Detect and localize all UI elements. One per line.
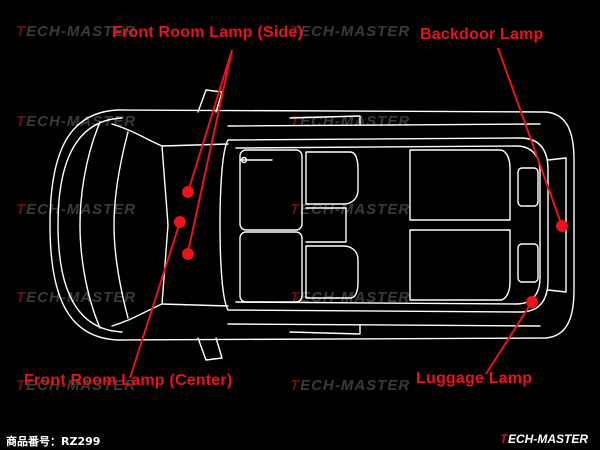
svg-text:ECH-MASTER: ECH-MASTER — [508, 432, 588, 446]
front-room-lamp-side-marker — [182, 186, 194, 198]
left-mirror — [197, 89, 223, 113]
watermark: TECH-MASTER — [16, 23, 136, 40]
watermark: TECH-MASTER — [290, 113, 410, 130]
leader-line-side-1 — [187, 49, 233, 193]
leader-line-backdoor — [497, 47, 563, 227]
watermark: TECH-MASTER — [290, 201, 410, 218]
backdoor-lamp-label: Backdoor Lamp — [420, 26, 544, 43]
front-room-lamp-side-label: Front Room Lamp (Side) — [112, 24, 304, 41]
leader-line-side-2 — [187, 49, 233, 253]
svg-text:T: T — [500, 432, 509, 446]
watermark: TECH-MASTER — [16, 377, 136, 394]
svg-text:TECH-MASTER: TECH-MASTER — [16, 23, 136, 40]
watermark: TECH-MASTER — [16, 289, 136, 306]
right-mirror — [197, 337, 223, 361]
watermark-layer: TECH-MASTER TECH-MASTER TECH-MASTER TECH… — [16, 23, 410, 394]
svg-text:TECH-MASTER: TECH-MASTER — [16, 113, 136, 130]
watermark: TECH-MASTER — [290, 23, 410, 40]
watermark: TECH-MASTER — [16, 201, 136, 218]
svg-text:TECH-MASTER: TECH-MASTER — [290, 23, 410, 40]
van-outline — [49, 89, 575, 361]
svg-text:TECH-MASTER: TECH-MASTER — [16, 289, 136, 306]
front-room-lamp-center-marker — [174, 216, 186, 228]
lamp-markers — [174, 186, 568, 308]
front-room-lamp-side-marker — [182, 248, 194, 260]
luggage-lamp-label: Luggage Lamp — [416, 370, 533, 387]
tech-master-logo: T ECH-MASTER — [500, 432, 588, 446]
product-code: 商品番号：RZ299 — [6, 435, 101, 448]
svg-text:TECH-MASTER: TECH-MASTER — [16, 201, 136, 218]
leader-lines — [129, 47, 563, 379]
luggage-lamp-marker — [526, 296, 538, 308]
svg-text:TECH-MASTER: TECH-MASTER — [290, 289, 410, 306]
front-room-lamp-center-label: Front Room Lamp (Center) — [24, 372, 233, 389]
watermark: TECH-MASTER — [290, 289, 410, 306]
watermark: TECH-MASTER — [290, 377, 410, 394]
leader-line-center — [129, 221, 181, 379]
watermark: TECH-MASTER — [16, 113, 136, 130]
svg-text:TECH-MASTER: TECH-MASTER — [16, 377, 136, 394]
svg-text:TECH-MASTER: TECH-MASTER — [290, 377, 410, 394]
backdoor-lamp-marker — [556, 220, 568, 232]
svg-text:TECH-MASTER: TECH-MASTER — [290, 201, 410, 218]
leader-line-luggage — [485, 301, 533, 375]
svg-text:TECH-MASTER: TECH-MASTER — [290, 113, 410, 130]
